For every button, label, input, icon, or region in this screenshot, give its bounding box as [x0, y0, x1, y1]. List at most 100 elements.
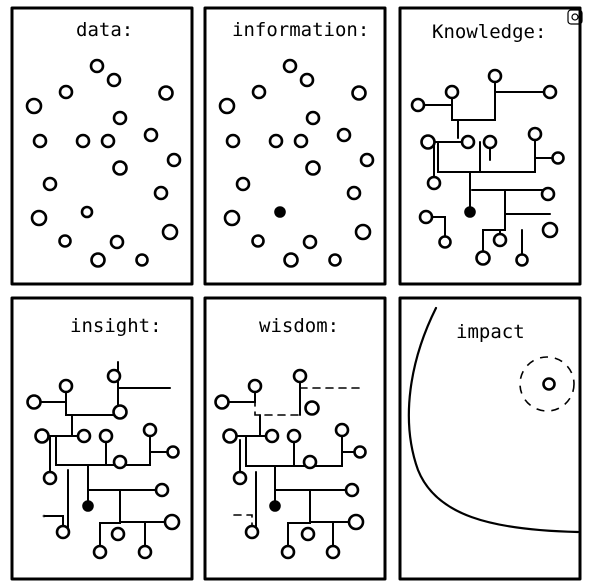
panel-wisdom: wisdom: [203, 296, 387, 581]
information-point-node [274, 206, 286, 218]
knowledge-node [475, 250, 491, 266]
information-point-node [225, 133, 241, 149]
insight-node [106, 368, 122, 384]
impact-dashed-ring [519, 356, 575, 412]
knowledge-node [464, 206, 476, 218]
wisdom-node [247, 378, 263, 394]
wisdom-network [214, 368, 367, 560]
insight-node [163, 513, 181, 531]
insight-node [34, 428, 50, 444]
information-point-node [235, 176, 251, 192]
knowledge-node [410, 97, 426, 113]
panel-title-data: data: [76, 19, 133, 41]
information-point-node [268, 133, 284, 149]
information-point-node [218, 97, 236, 115]
impact-node [542, 377, 556, 391]
wisdom-node [222, 428, 238, 444]
wisdom-node [214, 394, 230, 410]
information-point-node [354, 223, 372, 241]
knowledge-node [540, 186, 556, 202]
insight-node [142, 422, 158, 438]
panel-title-wisdom: wisdom: [259, 315, 339, 337]
insight-node [42, 470, 58, 486]
data-point-node [25, 97, 43, 115]
data-point-node [90, 252, 106, 268]
wisdom-node [244, 524, 260, 540]
insight-node [154, 482, 170, 498]
insight-node [76, 428, 92, 444]
insight-node [55, 524, 71, 540]
information-points [218, 58, 375, 268]
data-point-node [100, 133, 116, 149]
data-point-node [135, 253, 149, 267]
information-point-node [251, 234, 265, 248]
insight-node [112, 404, 128, 420]
insight-node [110, 526, 126, 542]
wisdom-node [302, 454, 318, 470]
data-point-node [153, 185, 169, 201]
information-point-node [251, 84, 267, 100]
wisdom-node [353, 445, 367, 459]
knowledge-node [542, 84, 558, 100]
wisdom-node [334, 422, 350, 438]
insight-network [26, 361, 181, 560]
knowledge-node [527, 126, 543, 142]
data-point-node [143, 127, 159, 143]
panel-title-insight: insight: [70, 315, 162, 337]
insight-node [98, 428, 114, 444]
information-point-node [223, 209, 241, 227]
panel-title-information: information: [232, 19, 369, 41]
knowledge-node [444, 84, 460, 100]
panel-knowledge: Knowledge: [398, 6, 582, 286]
panel-title-knowledge: Knowledge: [432, 21, 546, 43]
insight-node [26, 394, 42, 410]
panel-data: data: [10, 6, 194, 286]
panel-insight: insight: [10, 296, 194, 581]
data-point-node [32, 133, 48, 149]
insight-node [166, 445, 180, 459]
knowledge-node [541, 221, 559, 239]
wisdom-node [269, 500, 281, 512]
knowledge-node [438, 235, 452, 249]
insight-node [92, 544, 108, 560]
knowledge-node [487, 68, 503, 84]
information-point-node [302, 234, 318, 250]
knowledge-node [492, 232, 508, 248]
panel-impact: impact [398, 296, 582, 581]
wisdom-node [304, 400, 320, 416]
information-point-node [305, 110, 321, 126]
knowledge-node [460, 134, 476, 150]
information-point-node [328, 253, 342, 267]
wisdom-node [280, 544, 296, 560]
data-points [25, 58, 182, 268]
information-point-node [293, 133, 309, 149]
information-point-node [282, 58, 298, 74]
insight-node [82, 500, 94, 512]
data-point-node [58, 234, 72, 248]
wisdom-node [264, 428, 280, 444]
knowledge-node [420, 134, 436, 150]
gear-icon [567, 9, 583, 25]
data-point-node [109, 234, 125, 250]
data-point-node [58, 84, 74, 100]
wisdom-node [347, 513, 365, 531]
information-point-node [336, 127, 352, 143]
data-point-node [158, 85, 174, 101]
information-point-node [283, 252, 299, 268]
data-point-node [89, 58, 105, 74]
insight-node [137, 544, 153, 560]
knowledge-node [418, 209, 434, 225]
wisdom-node [292, 368, 308, 384]
data-point-node [30, 209, 48, 227]
insight-node [58, 378, 74, 394]
knowledge-node [482, 134, 498, 150]
wisdom-node [344, 482, 360, 498]
information-point-node [346, 185, 362, 201]
data-point-node [112, 160, 128, 176]
insight-node [112, 454, 128, 470]
data-point-node [75, 133, 91, 149]
wisdom-node [286, 428, 302, 444]
impact-curve [407, 306, 580, 534]
data-point-node [106, 72, 122, 88]
